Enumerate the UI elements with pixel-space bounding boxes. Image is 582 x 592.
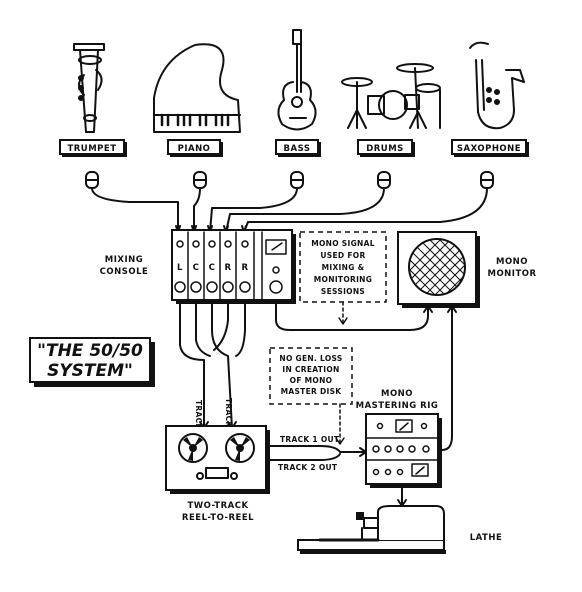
gen-loss-note-line: MASTER DISK bbox=[281, 387, 343, 396]
mono-signal-note-line: MONITORING bbox=[314, 275, 372, 284]
mono-signal-note: MONO SIGNAL USED FOR MIXING & MONITORING… bbox=[299, 231, 387, 303]
instrument-label-drums: DRUMS bbox=[357, 139, 415, 157]
piano-icon bbox=[153, 43, 241, 133]
lathe-label: LATHE bbox=[470, 533, 503, 543]
gen-loss-note-line: OF MONO bbox=[290, 376, 333, 385]
reel-output-cables bbox=[267, 445, 367, 461]
channel-label: C bbox=[193, 263, 200, 273]
bass-icon bbox=[277, 29, 317, 131]
instrument-label-text: TRUMPET bbox=[67, 144, 116, 154]
mastering-rig-label: MONO bbox=[381, 389, 413, 399]
title-line: SYSTEM" bbox=[47, 361, 133, 381]
track-2-out-label: TRACK 2 OUT bbox=[278, 463, 338, 472]
channel-label: C bbox=[209, 263, 216, 273]
reel-to-reel bbox=[165, 425, 270, 494]
instrument-label-piano: PIANO bbox=[167, 139, 223, 157]
channel-label: R bbox=[241, 263, 248, 273]
instrument-label-bass: BASS bbox=[275, 139, 321, 157]
mixing-console-label: CONSOLE bbox=[100, 267, 149, 277]
reel-label: REEL-TO-REEL bbox=[182, 513, 254, 523]
mastering-rig bbox=[365, 413, 442, 488]
instrument-label-text: DRUMS bbox=[366, 144, 404, 154]
mono-monitor-label: MONO bbox=[496, 257, 528, 267]
monitor-cable bbox=[275, 299, 433, 331]
lathe bbox=[297, 505, 446, 554]
instrument-label-text: PIANO bbox=[178, 144, 211, 154]
gen-loss-note-line: NO GEN. LOSS bbox=[279, 354, 342, 363]
instrument-label-text: BASS bbox=[284, 144, 311, 154]
mono-signal-note-line: MONO SIGNAL bbox=[311, 239, 375, 248]
saxophone-icon bbox=[469, 41, 525, 130]
rig-lathe-cable bbox=[397, 487, 407, 507]
note-pointer-arrow bbox=[335, 437, 345, 445]
gen-loss-note: NO GEN. LOSS IN CREATION OF MONO MASTER … bbox=[269, 347, 353, 405]
instrument-label-text: SAXOPHONE bbox=[457, 144, 521, 154]
mono-monitor bbox=[397, 231, 480, 308]
channel-label: L bbox=[177, 263, 183, 273]
instrument-label-trumpet: TRUMPET bbox=[59, 139, 127, 157]
mixing-console: L C C R R bbox=[171, 229, 296, 304]
microphone-icon bbox=[377, 171, 391, 189]
reel-label: TWO-TRACK bbox=[187, 501, 248, 511]
mic-cables bbox=[91, 187, 488, 233]
mono-signal-note-line: SESSIONS bbox=[321, 287, 365, 296]
microphone-icon bbox=[85, 171, 99, 189]
title-line: "THE 50/50 bbox=[37, 341, 143, 361]
mixing-console-label: MIXING bbox=[105, 255, 143, 265]
instrument-label-saxophone: SAXOPHONE bbox=[451, 139, 529, 157]
microphone-icon bbox=[193, 171, 207, 189]
mastering-rig-label: MASTERING RIG bbox=[356, 401, 439, 411]
mono-monitor-label: MONITOR bbox=[487, 269, 536, 279]
microphone-icon bbox=[480, 171, 494, 189]
microphone-icon bbox=[290, 171, 304, 189]
mono-signal-note-line: MIXING & bbox=[322, 263, 365, 272]
gen-loss-note-line: IN CREATION bbox=[282, 365, 339, 374]
note-pointer-arrow bbox=[338, 317, 348, 325]
track-2-in-label: TRACK 2 IN bbox=[224, 398, 233, 449]
mono-signal-note-line: USED FOR bbox=[320, 251, 365, 260]
trumpet-icon bbox=[73, 43, 105, 133]
channel-label: R bbox=[224, 263, 231, 273]
drums-icon bbox=[341, 63, 441, 129]
track-1-out-label: TRACK 1 OUT bbox=[280, 435, 340, 444]
system-title: "THE 50/50 SYSTEM" bbox=[29, 337, 155, 387]
console-output-cables bbox=[179, 303, 246, 429]
rig-monitor-cable bbox=[441, 305, 457, 451]
